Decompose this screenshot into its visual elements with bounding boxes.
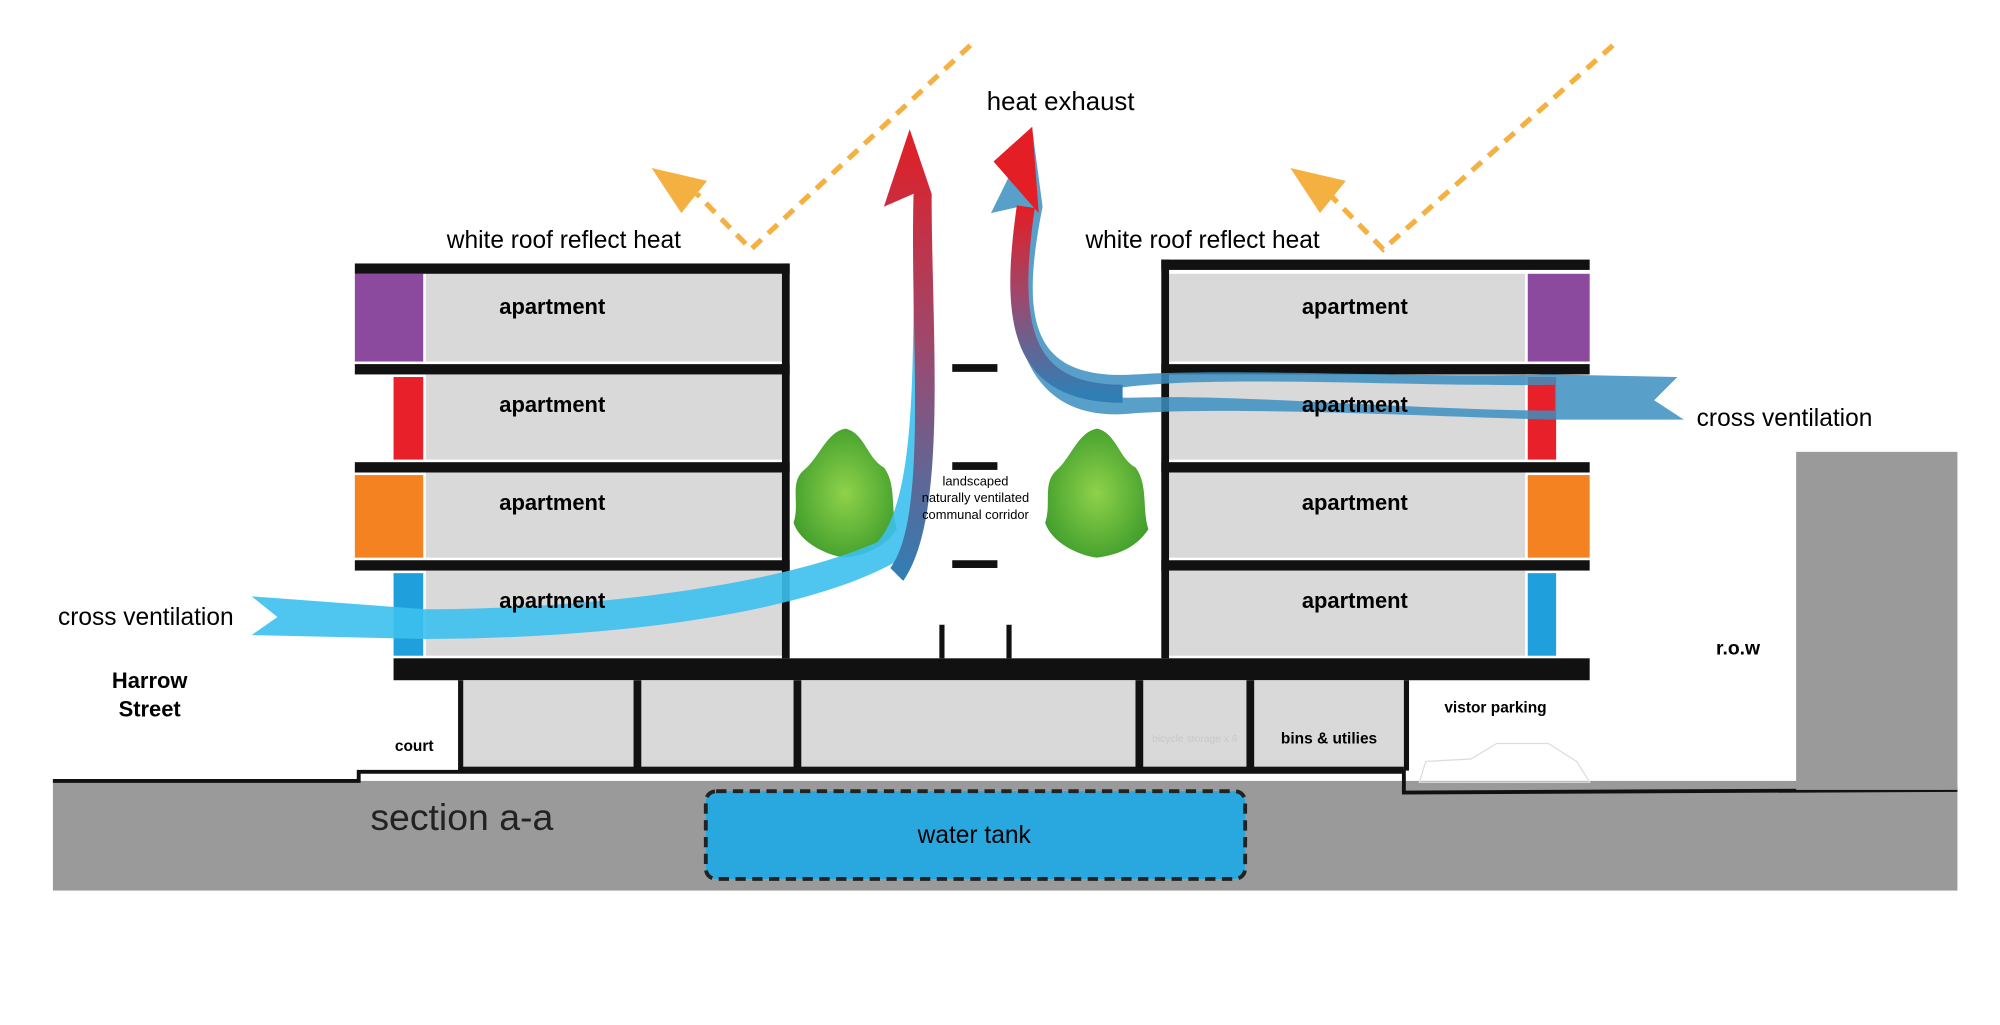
row-label: r.o.w	[1716, 637, 1761, 659]
white-roof-left-label: white roof reflect heat	[446, 227, 681, 254]
section-title: section a-a	[370, 796, 553, 838]
heat-arrowhead	[993, 126, 1039, 214]
svg-text:communal corridor: communal corridor	[922, 507, 1029, 522]
sun-arrowhead	[1290, 167, 1346, 214]
red-panel	[393, 377, 424, 460]
white-roof-right-label: white roof reflect heat	[1084, 227, 1319, 254]
svg-text:apartment: apartment	[1302, 490, 1409, 515]
street-label: Street	[119, 696, 182, 721]
right-block	[1161, 259, 1590, 659]
purple-panel	[354, 273, 424, 362]
svg-text:landscaped: landscaped	[943, 473, 1009, 488]
water-tank-label: water tank	[917, 822, 1032, 849]
purple-panel	[1527, 273, 1590, 362]
blue-panel	[1527, 573, 1557, 656]
svg-text:apartment: apartment	[1302, 588, 1409, 613]
orange-panel	[354, 475, 424, 558]
svg-text:apartment: apartment	[1302, 294, 1409, 319]
corridor-label: landscaped naturally ventilated communal…	[922, 473, 1030, 522]
street-label: Harrow	[112, 668, 188, 693]
adjacent-building	[1796, 451, 1958, 790]
ground-floor	[458, 680, 1410, 774]
svg-text:apartment: apartment	[499, 294, 606, 319]
tree-icon	[1045, 428, 1149, 558]
sun-reflection-arrows	[694, 43, 1615, 253]
heat-exhaust-right-stem	[1010, 205, 1123, 403]
water-tank	[703, 789, 1248, 881]
sun-arrowhead	[651, 167, 708, 214]
podium-slab	[393, 658, 1590, 681]
heat-exhaust-label: heat exhaust	[987, 88, 1135, 116]
heat-exhaust-right-arrow	[990, 129, 1684, 420]
court-label: court	[395, 738, 434, 755]
svg-text:apartment: apartment	[499, 392, 606, 417]
svg-text:apartment: apartment	[499, 490, 606, 515]
svg-text:apartment: apartment	[1302, 392, 1409, 417]
cross-ventilation-right-label: cross ventilation	[1697, 405, 1873, 432]
visitor-parking-label: vistor parking	[1444, 700, 1546, 717]
heat-exhaust-left-arrow	[883, 129, 935, 581]
car-outline	[1418, 742, 1591, 783]
bicycle-storage-label: bicycle storage x 6	[1152, 734, 1238, 745]
cross-ventilation-left-label: cross ventilation	[58, 604, 234, 631]
svg-text:apartment: apartment	[499, 588, 606, 613]
apartment-labels: apartment apartment apartment apartment …	[499, 294, 1408, 613]
orange-panel	[1527, 475, 1590, 558]
bins-label: bins & utilies	[1281, 730, 1377, 747]
svg-text:naturally ventilated: naturally ventilated	[922, 490, 1030, 505]
tree-icon	[793, 428, 897, 558]
